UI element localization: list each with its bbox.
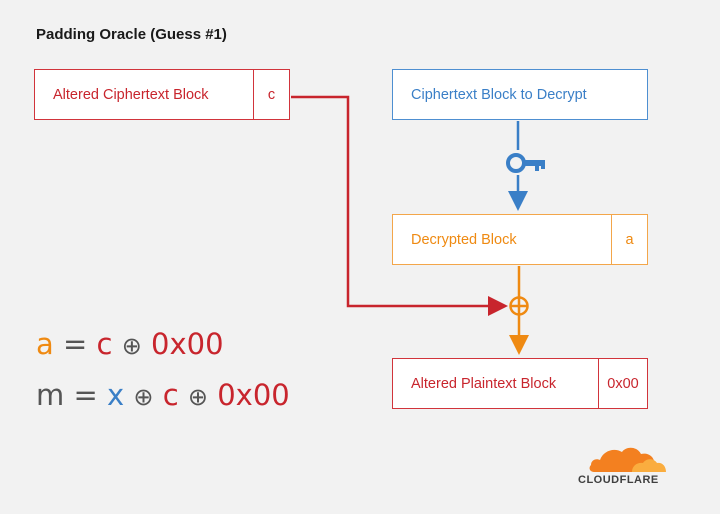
eq1-xor: ⊕ xyxy=(121,332,142,360)
altered-ciphertext-label: Altered Ciphertext Block xyxy=(53,86,209,103)
equation-a: a = c ⊕ 0x00 xyxy=(36,327,224,361)
altered-plaintext-block: Altered Plaintext Block 0x00 xyxy=(392,358,648,409)
decrypted-block-cell: a xyxy=(611,215,647,264)
eq1-c: c xyxy=(96,327,113,361)
cloudflare-logo-text: CLOUDFLARE xyxy=(578,474,659,486)
equation-m: m = x ⊕ c ⊕ 0x00 xyxy=(36,378,290,412)
ciphertext-to-xor-wire xyxy=(291,95,508,316)
altered-plaintext-cell: 0x00 xyxy=(598,359,647,408)
decrypted-block: Decrypted Block a xyxy=(392,214,648,265)
eq2-equals: = xyxy=(73,378,98,412)
eq2-xor2: ⊕ xyxy=(187,383,208,411)
diagram-title: Padding Oracle (Guess #1) xyxy=(36,26,227,43)
altered-plaintext-label: Altered Plaintext Block xyxy=(411,375,557,392)
decrypted-block-label: Decrypted Block xyxy=(411,231,517,248)
cloudflare-logo-icon xyxy=(589,447,666,472)
ciphertext-block-to-decrypt: Ciphertext Block to Decrypt xyxy=(392,69,648,120)
eq2-m: m xyxy=(36,378,65,412)
key-icon xyxy=(506,153,545,173)
eq2-x: x xyxy=(107,378,125,412)
eq1-a: a xyxy=(36,327,54,361)
eq1-equals: = xyxy=(63,327,88,361)
altered-ciphertext-block: Altered Ciphertext Block c xyxy=(34,69,290,120)
ciphertext-to-decrypt-label: Ciphertext Block to Decrypt xyxy=(411,86,587,103)
altered-ciphertext-cell: c xyxy=(253,70,289,119)
eq2-xor1: ⊕ xyxy=(133,383,154,411)
eq2-c: c xyxy=(162,378,179,412)
eq1-zero: 0x00 xyxy=(151,327,224,361)
xor-icon xyxy=(509,296,529,316)
eq2-zero: 0x00 xyxy=(217,378,290,412)
